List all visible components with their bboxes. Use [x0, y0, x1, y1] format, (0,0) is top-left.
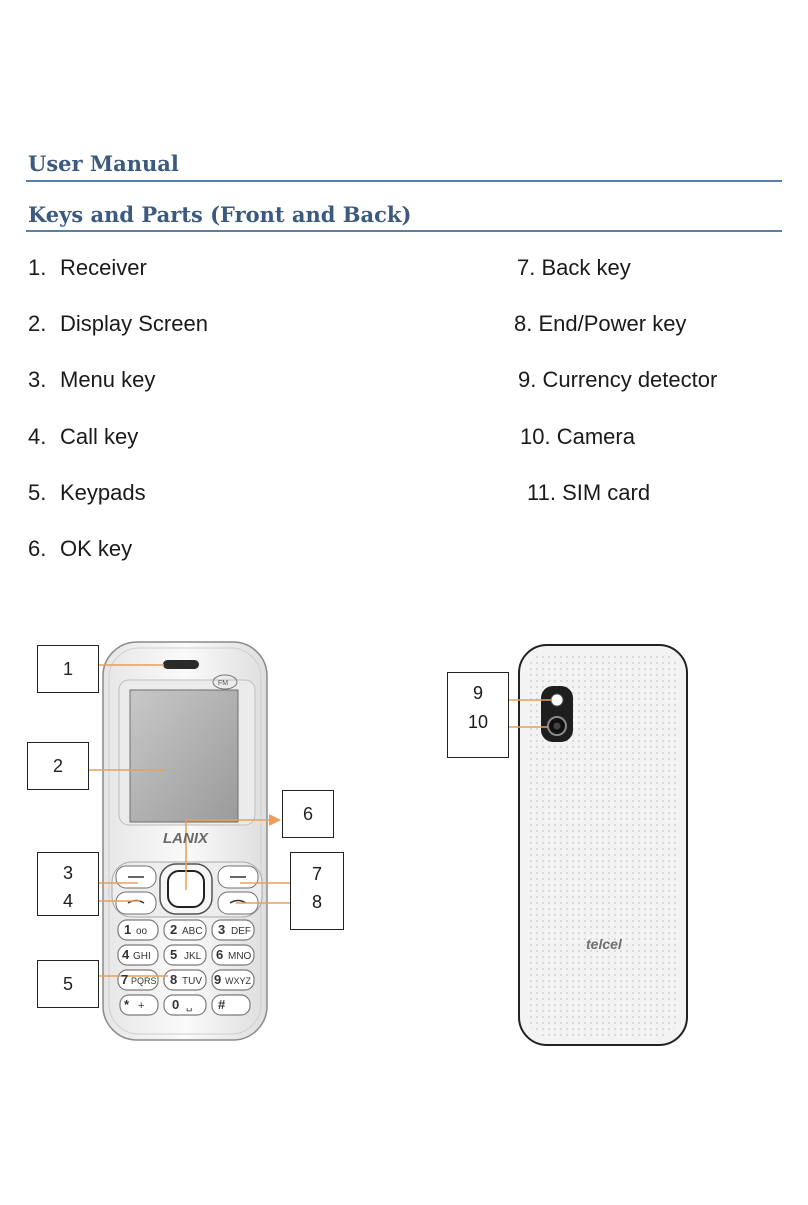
part-item: 9. Currency detector	[518, 367, 718, 392]
callout-1: 1	[37, 645, 99, 693]
part-item: 7. Back key	[517, 255, 631, 280]
key-digit: 2	[170, 922, 177, 937]
key-letters: WXYZ	[225, 976, 252, 986]
key-digit: 7	[121, 972, 128, 987]
keypad-labels: 1 oo 2 ABC 3 DEF 4 GHI 5 JKL 6 MNO 7 PQR…	[121, 922, 252, 1012]
callout-7: 7	[311, 864, 322, 884]
section-rule	[26, 180, 782, 182]
part-item: 1.Receiver	[28, 255, 147, 280]
fm-badge: FM	[212, 674, 238, 690]
phone-front	[102, 641, 268, 1041]
key-letters: PQRS	[131, 976, 157, 986]
part-item: 10. Camera	[520, 424, 635, 449]
part-item: 4.Call key	[28, 424, 139, 449]
callout-5: 5	[37, 960, 99, 1008]
callout-3: 3	[62, 863, 73, 883]
display-screen	[129, 689, 239, 823]
svg-text:FM: FM	[218, 680, 228, 687]
brand-logo: LANIX	[163, 830, 209, 847]
section-title: User Manual	[28, 151, 179, 176]
key-letters: oo	[136, 926, 148, 937]
key-digit: 8	[170, 972, 177, 987]
subsection-title: Keys and Parts (Front and Back)	[28, 202, 412, 227]
key-letters: ABC	[182, 926, 203, 937]
receiver-slot	[163, 660, 199, 669]
carrier-logo: telcel	[586, 936, 623, 952]
key-letters: +	[138, 1000, 144, 1012]
key-digit: #	[218, 997, 226, 1012]
subsection-rule	[26, 230, 782, 232]
callout-8: 8	[311, 892, 322, 912]
key-digit: 9	[214, 972, 221, 987]
callout-9: 9	[472, 683, 483, 703]
part-item: 11. SIM card	[527, 480, 651, 505]
key-letters: DEF	[231, 926, 251, 937]
part-item: 8. End/Power key	[514, 311, 687, 336]
phone-back	[518, 644, 688, 1046]
part-item: 2.Display Screen	[28, 311, 208, 336]
key-digit: 0	[172, 997, 179, 1012]
key-digit: 1	[124, 922, 131, 937]
leader-lines	[88, 664, 551, 977]
key-letters: TUV	[182, 976, 202, 987]
callout-10: 10	[467, 712, 489, 732]
part-item: 3.Menu key	[28, 367, 156, 392]
callout-9-10: 9 10	[447, 672, 509, 758]
key-letters: MNO	[228, 951, 252, 962]
key-digit: 4	[122, 947, 130, 962]
key-digit: *	[124, 997, 130, 1012]
part-item: 5.Keypads	[28, 480, 146, 505]
key-digit: 3	[218, 922, 225, 937]
key-letters: JKL	[184, 951, 202, 962]
currency-detector-light	[550, 693, 564, 707]
callout-7-8: 7 8	[290, 852, 344, 930]
callout-3-4: 3 4	[37, 852, 99, 916]
callout-4: 4	[62, 891, 73, 911]
part-item: 6.OK key	[28, 536, 133, 561]
callout-2: 2	[27, 742, 89, 790]
key-digit: 5	[170, 947, 177, 962]
key-digit: 6	[216, 947, 223, 962]
key-letters: ␣	[186, 1001, 192, 1012]
callout-6: 6	[282, 790, 334, 838]
key-letters: GHI	[133, 951, 151, 962]
